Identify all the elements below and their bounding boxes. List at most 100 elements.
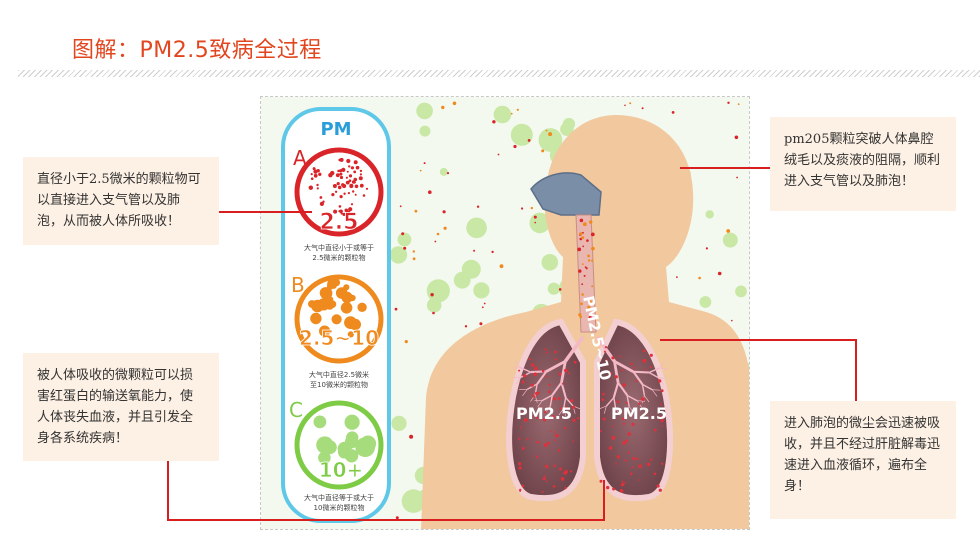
background-dust [404, 340, 408, 344]
callout-a: 直径小于2.5微米的颗粒物可以直接进入支气管以及肺泡，从而被人体所吸收！ [23, 157, 219, 245]
lung-particle [544, 411, 547, 414]
bronchus-branch [613, 360, 635, 374]
lung-particle [518, 462, 522, 466]
lung-particle [642, 359, 647, 363]
lung-particle [599, 479, 603, 483]
background-dust [629, 102, 632, 105]
background-dust [419, 169, 422, 172]
legend-particle [310, 312, 322, 325]
lung-particle [572, 418, 576, 422]
lung-particle [529, 414, 533, 419]
bronchus-branch [560, 361, 567, 383]
airway-particle [585, 267, 588, 270]
lung-particle [563, 471, 567, 475]
legend-particle [339, 157, 344, 162]
legend-particle [330, 170, 335, 176]
background-particle [722, 232, 738, 248]
background-dust [541, 149, 545, 153]
lung-particle [619, 489, 624, 493]
bronchus-branch [644, 395, 650, 403]
legend-particle [353, 160, 358, 165]
legend-particle [332, 184, 337, 188]
lung-particle [608, 446, 613, 450]
airway-particle [582, 231, 584, 234]
bronchus-branch [550, 406, 553, 414]
bronchus-branch [542, 394, 553, 402]
background-particle [510, 123, 533, 146]
lung-particle [603, 350, 606, 353]
lung-particle [657, 379, 662, 383]
lung-particle [533, 395, 536, 398]
particles-c [313, 414, 377, 465]
background-dust [412, 257, 416, 261]
legend-particle [318, 451, 331, 465]
illustration-svg: PM2.5~10 PM2.5 PM2.5 PM A 2.5 大气中直径小于或等于… [261, 97, 749, 529]
bronchus-branch [626, 394, 638, 402]
lung-particle [530, 383, 534, 387]
legend-particle [339, 172, 343, 176]
lung-particle [547, 441, 550, 445]
lung-particle [540, 406, 542, 409]
legend-particle [322, 200, 325, 203]
background-dust [641, 107, 644, 110]
legend-particle [340, 302, 353, 314]
airway-particle [583, 274, 586, 277]
lung-particle [545, 348, 548, 351]
particles-a [308, 157, 369, 216]
background-dust [510, 112, 513, 115]
lung-particle [521, 411, 524, 414]
legend-particle [341, 167, 346, 172]
bronchus-branch [563, 397, 567, 409]
lung-particle [552, 485, 556, 488]
background-dust [430, 293, 434, 297]
legend-particle [337, 185, 342, 190]
lung-particle [533, 372, 537, 377]
background-dust [434, 240, 437, 243]
background-particle [416, 102, 433, 120]
legend-particle [359, 169, 363, 173]
background-particle [560, 122, 574, 136]
legend-particle [348, 207, 353, 212]
lung-particle [660, 403, 663, 406]
legend-particle [353, 170, 357, 174]
lung-particle [559, 467, 562, 471]
letter-c: C [289, 398, 303, 422]
airway-particle [582, 245, 585, 248]
lung-particle [528, 358, 531, 361]
background-dust [441, 105, 445, 110]
lung-particle [545, 351, 548, 354]
lung-particle [650, 458, 653, 461]
lung-particle [543, 475, 546, 477]
lung-particle [521, 447, 525, 450]
legend-particle [354, 193, 357, 196]
lung-particle [536, 440, 540, 444]
airway-particle [582, 222, 587, 227]
lung-particle [600, 430, 603, 433]
lung-particle [573, 360, 577, 364]
lung-particle [518, 466, 522, 470]
lung-particle [611, 356, 615, 360]
lung-particle [521, 484, 525, 488]
background-dust [671, 111, 675, 114]
airway-particle [580, 302, 583, 306]
background-dust [428, 190, 432, 194]
background-particle [705, 210, 714, 219]
lung-particle [616, 455, 621, 459]
background-dust [499, 264, 504, 269]
background-particle [466, 217, 487, 239]
lung-particle [616, 400, 620, 404]
legend-particle [333, 209, 338, 214]
background-dust [473, 249, 476, 252]
legend-particle [348, 165, 351, 168]
background-dust [476, 205, 480, 208]
bronchus-branch [632, 371, 644, 386]
lung-particle [564, 486, 567, 490]
background-dust [399, 205, 402, 208]
lung-particle [538, 391, 541, 394]
lung-particle [625, 401, 628, 404]
lung-particle [631, 466, 634, 469]
background-dust [734, 135, 739, 140]
background-dust [727, 101, 730, 104]
page-title: 图解：PM2.5致病全过程 [72, 38, 322, 63]
lung-particle [545, 375, 548, 378]
